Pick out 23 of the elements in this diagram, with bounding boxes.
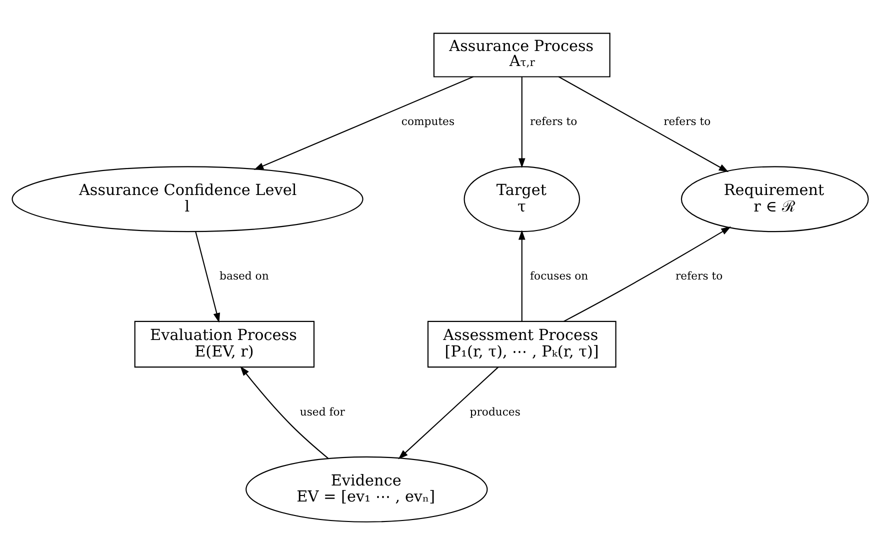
edge-label: focuses on <box>530 270 588 283</box>
arrow <box>518 76 526 168</box>
arrow <box>240 366 329 460</box>
edge-label: produces <box>470 405 520 418</box>
node-ellipse: Target τ <box>464 166 580 232</box>
arrow <box>564 226 731 322</box>
arrow <box>518 230 526 322</box>
node-box: Assessment Process [P₁(r, τ), ⋯ , Pₖ(r, τ)] <box>427 320 616 368</box>
node-ellipse: Assurance Confidence Level l <box>12 166 364 232</box>
node-ellipse: Evidence EV = [ev₁ ⋯ , evₙ] <box>246 456 488 522</box>
arrow <box>398 366 499 460</box>
node-ellipse: Requirement r ∈ ℛ <box>680 166 869 232</box>
arrow <box>195 231 220 323</box>
edge-label: refers to <box>530 115 578 128</box>
edge-label: refers to <box>664 115 711 128</box>
arrow <box>558 76 729 172</box>
arrow <box>254 76 474 170</box>
node-box: Evaluation Process E(EV, r) <box>134 320 315 368</box>
edge-label: used for <box>300 405 345 418</box>
node-box: Assurance Process Aτ,r <box>433 32 610 78</box>
edge-label: refers to <box>676 270 723 283</box>
edge-label: computes <box>401 115 455 128</box>
edge-label: based on <box>220 270 269 283</box>
